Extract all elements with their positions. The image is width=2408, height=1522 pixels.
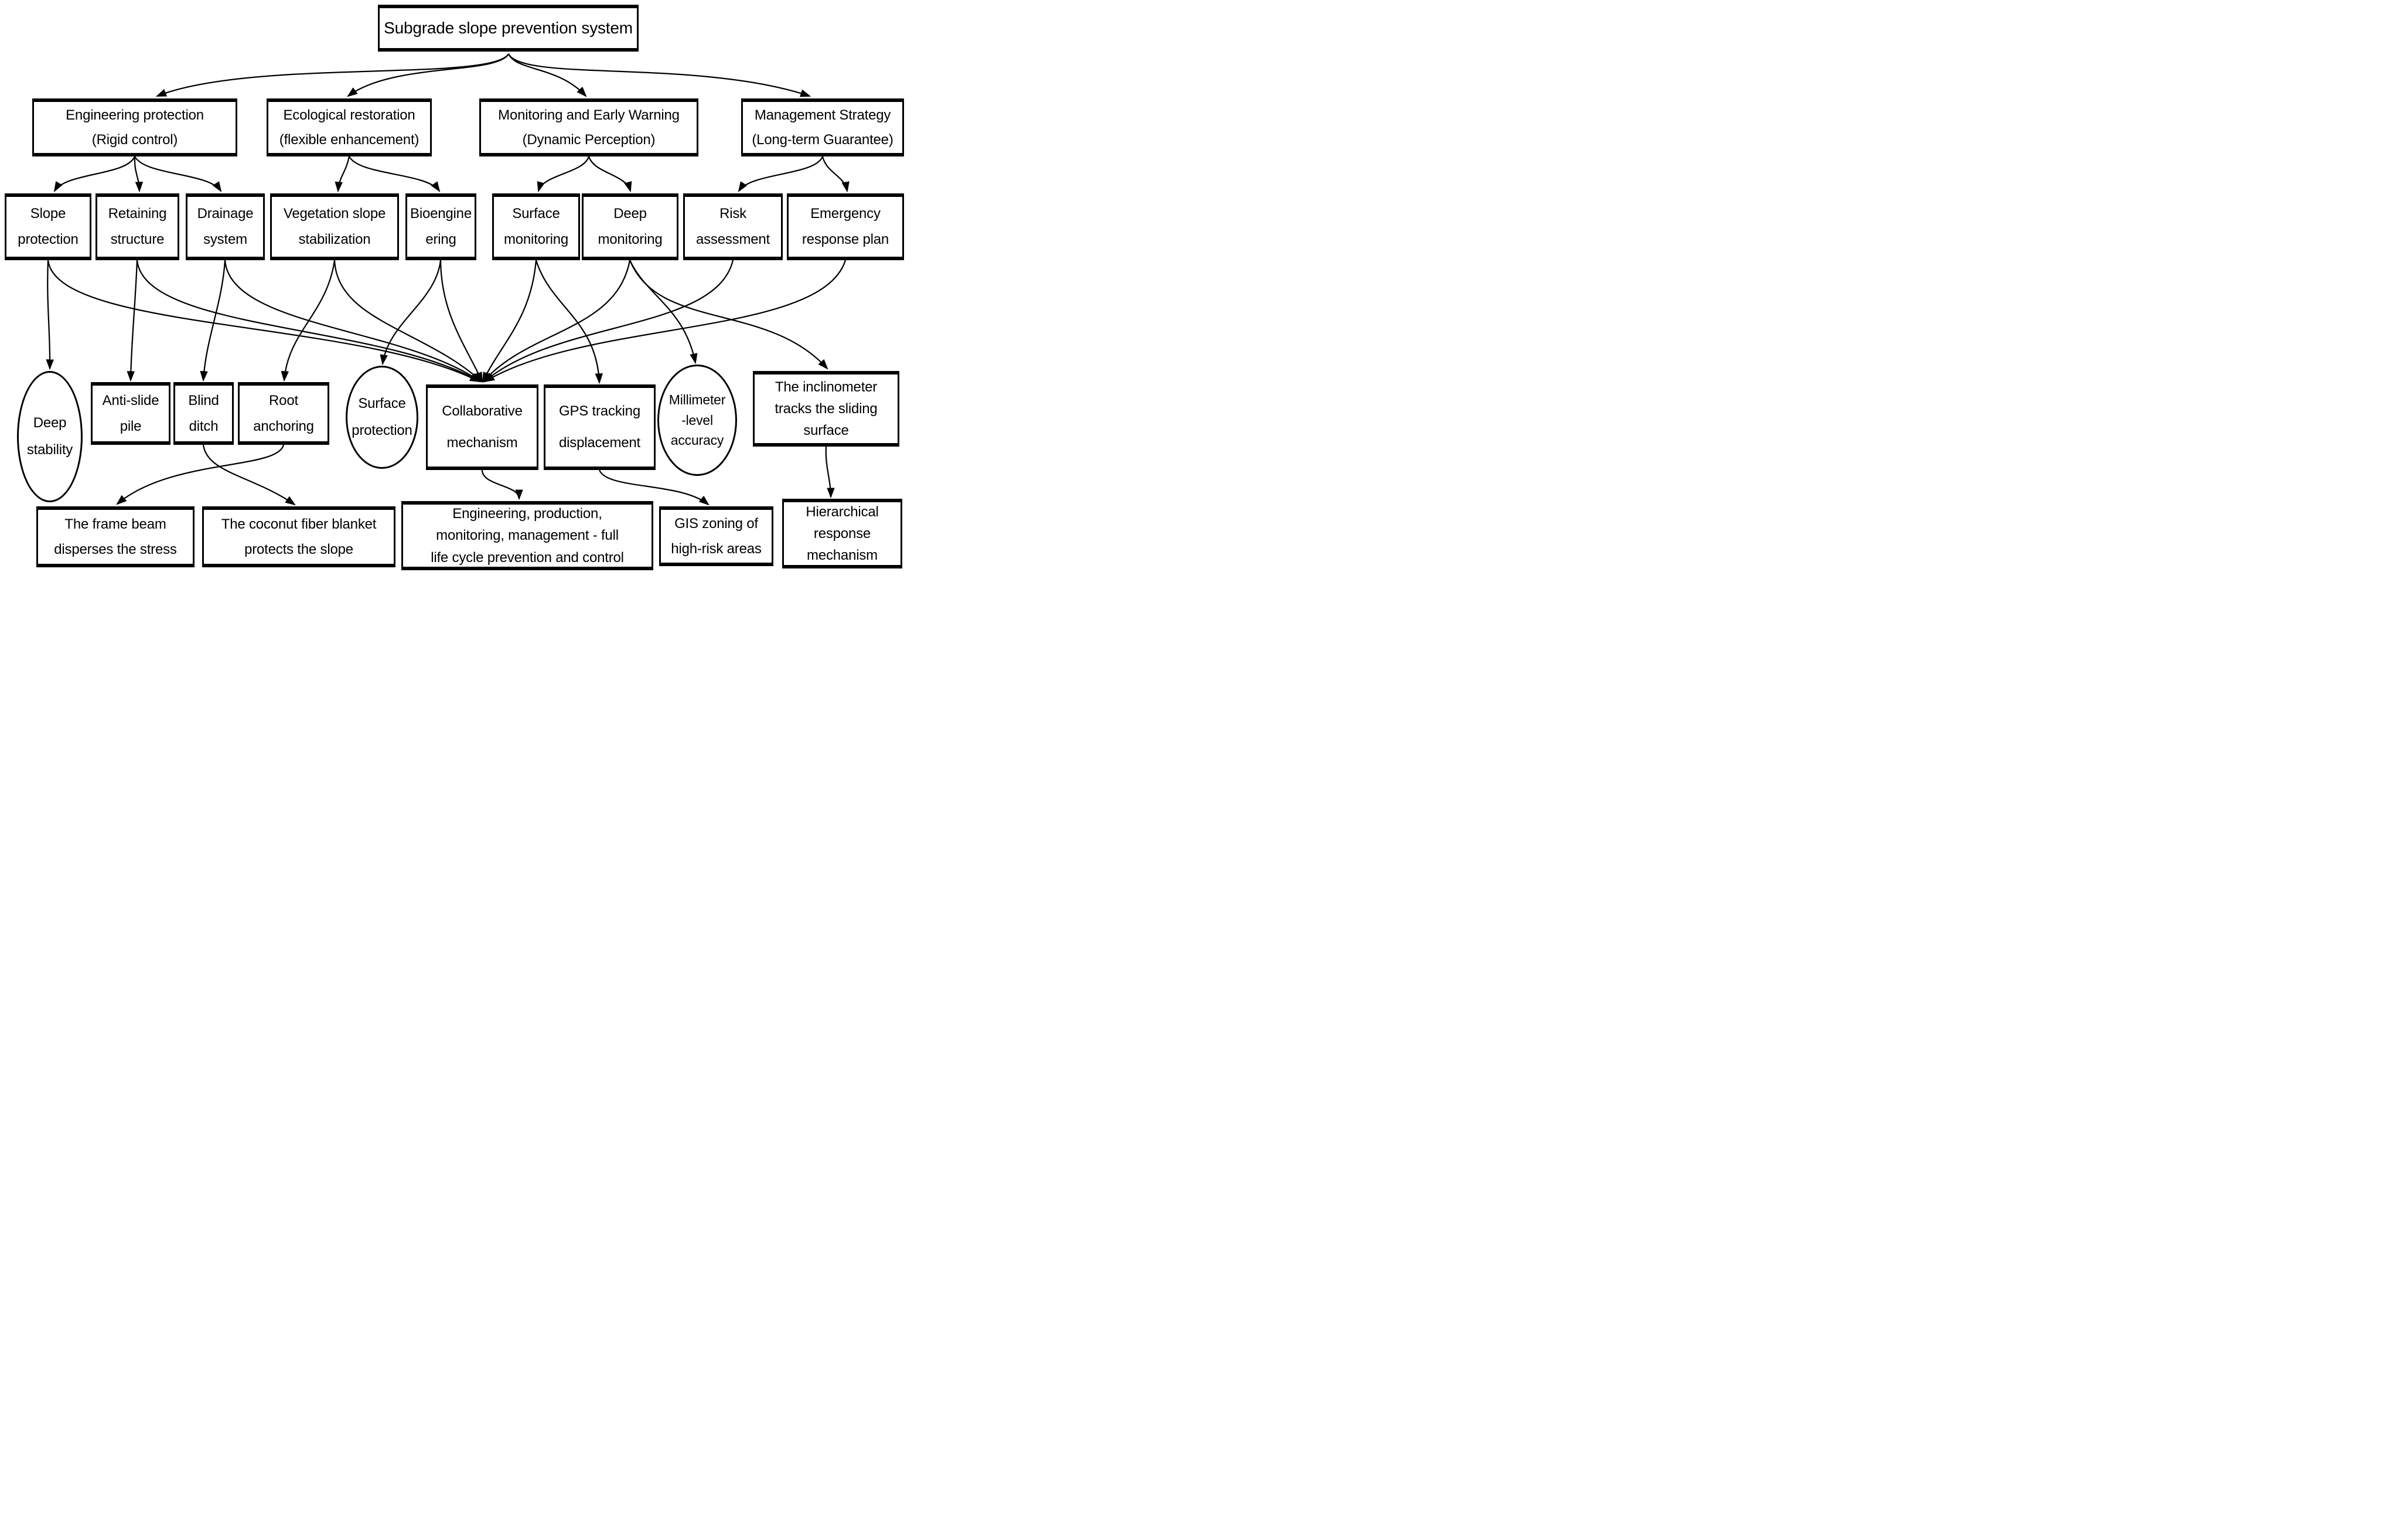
edge-deepmon-inclinometer [629,260,828,370]
edge-mgmt-risk [738,156,824,192]
edge-eng-drainage [134,156,222,192]
edge-risk-collab [483,260,734,383]
edge-top-engineering [155,53,509,97]
edge-top-management [507,53,811,97]
edge-mgmt-emergency [821,156,850,193]
edge-blindditch-coconut [202,444,296,506]
node-monitoring-early-warning: Monitoring and Early Warning (Dynamic Pe… [479,98,698,156]
edge-mon-deep [588,156,632,193]
node-frame-beam-disperses-stress: The frame beam disperses the stress [36,506,195,567]
node-surface-monitoring: Surface monitoring [492,193,580,260]
node-engineering-protection: Engineering protection (Rigid control) [32,98,237,156]
edge-vegetation-rootanchoring [281,260,336,382]
node-root-anchoring: Root anchoring [238,382,329,445]
edge-vegetation-collab [333,260,483,383]
edge-surfmon-gps [535,260,603,384]
node-slope-protection: Slope protection [5,193,91,260]
edge-deepmon-collab [482,260,631,383]
node-risk-assessment: Risk assessment [683,193,783,260]
edge-drainage-collab [224,260,482,383]
node-surface-protection-ellipse: Surface protection [346,366,418,469]
connector-layer [46,53,850,506]
edge-surfmon-collab [482,260,537,383]
node-hierarchical-response-mechanism: Hierarchical response mechanism [782,499,902,568]
edge-bioeng-surfaceprotection [380,260,442,366]
node-ecological-restoration: Ecological restoration (flexible enhance… [267,98,432,156]
edge-retaining-collab [136,260,481,383]
edge-gps-gis [598,469,710,506]
node-bioengineering: Bioengine ering [405,193,476,260]
edge-drainage-blindditch [200,260,226,382]
edge-mon-surface [537,156,590,193]
node-retaining-structure: Retaining structure [95,193,179,260]
node-coconut-fiber-blanket: The coconut fiber blanket protects the s… [202,506,395,567]
node-anti-slide-pile: Anti-slide pile [91,382,170,445]
node-drainage-system: Drainage system [186,193,265,260]
node-full-life-cycle-prevention-control: Engineering, production, monitoring, man… [401,501,653,570]
edge-deepmon-millimeter [629,260,698,365]
node-deep-monitoring: Deep monitoring [582,193,678,260]
node-gps-tracking-displacement: GPS tracking displacement [544,384,656,470]
edge-collab-fullcycle [481,469,523,500]
node-inclinometer-tracks-sliding-surface: The inclinometer tracks the sliding surf… [753,371,899,447]
edge-eng-slope [53,156,136,192]
edge-emergency-collab [484,260,847,383]
edge-slope-collab [47,260,481,383]
node-collaborative-mechanism: Collaborative mechanism [426,384,538,470]
flowchart-canvas: Subgrade slope prevention system Enginee… [0,0,905,572]
edge-inclinometer-hierarchical [825,446,835,499]
edge-retaining-antislide [127,260,138,382]
edge-eng-retaining [134,156,144,193]
edge-top-ecological [347,53,509,97]
node-management-strategy: Management Strategy (Long-term Guarantee… [741,98,904,156]
node-vegetation-slope-stabilization: Vegetation slope stabilization [270,193,399,260]
edge-rootanchoring-framebeam [116,444,285,505]
node-deep-stability-ellipse: Deep stability [17,371,83,502]
node-gis-zoning-high-risk-areas: GIS zoning of high-risk areas [659,506,773,566]
edge-slope-deepstability [46,260,54,370]
node-subgrade-slope-prevention-system: Subgrade slope prevention system [378,5,639,52]
node-emergency-response-plan: Emergency response plan [787,193,904,260]
edge-eco-vegetation [335,156,350,193]
edge-top-monitoring [507,53,587,97]
node-blind-ditch: Blind ditch [173,382,234,445]
edge-bioeng-collab [439,260,483,383]
node-millimeter-level-accuracy-ellipse: Millimeter -level accuracy [657,365,737,476]
edge-eco-bioengineering [349,156,441,192]
